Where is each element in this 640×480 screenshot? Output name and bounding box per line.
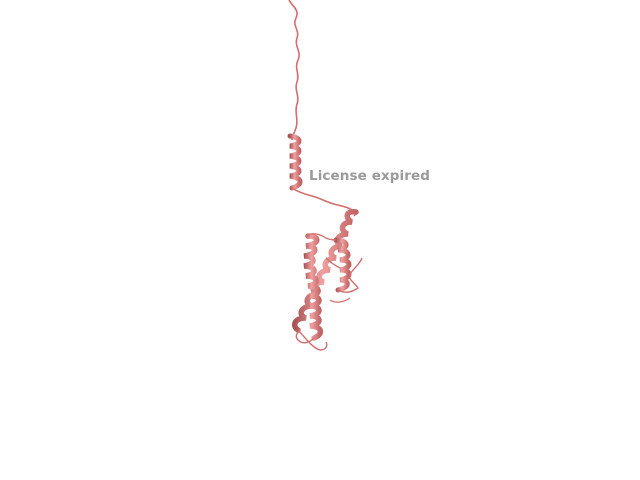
helix-1 (287, 133, 303, 191)
coil-core-loops-2 (295, 329, 328, 351)
coil-core-loops-3 (305, 233, 351, 303)
coil-n-terminal (288, 0, 300, 141)
license-watermark: License expired (309, 168, 431, 184)
helix-2 (292, 209, 359, 333)
coil-core-loops (337, 257, 363, 293)
helix-4 (333, 237, 352, 293)
coil-linker (291, 187, 357, 217)
helix-3 (303, 233, 324, 341)
